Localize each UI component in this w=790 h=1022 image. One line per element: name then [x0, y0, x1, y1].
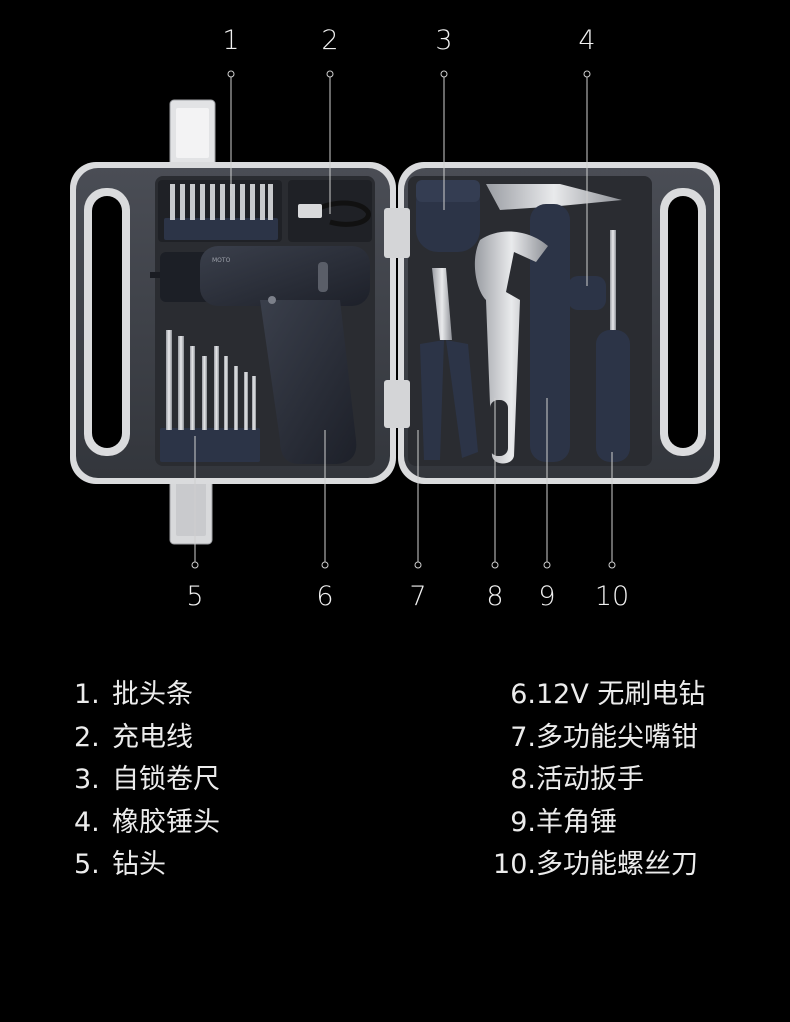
- claw-hammer: [486, 184, 622, 462]
- rubber-mallet-head: [568, 276, 606, 310]
- legend-number: 10.: [493, 849, 536, 880]
- legend-number: 1.: [74, 679, 100, 710]
- legend-label: 批头条: [112, 679, 193, 710]
- legend-label: 多功能螺丝刀: [536, 849, 698, 880]
- legend-label: 钻头: [112, 849, 166, 880]
- top-latch: [169, 99, 216, 167]
- needle-nose-pliers: [420, 268, 478, 460]
- callout-9: 9: [538, 581, 556, 612]
- legend-label: 羊角锤: [536, 806, 617, 838]
- legend-number: 3.: [74, 764, 100, 795]
- legend-label: 活动扳手: [536, 764, 644, 795]
- legend-item: 8.活动扳手: [486, 759, 705, 802]
- legend-number: 6.: [510, 679, 536, 710]
- legend-item: 9.羊角锤: [486, 802, 705, 845]
- legend-label: 多功能尖嘴钳: [536, 721, 698, 753]
- bottom-latch: [169, 473, 213, 545]
- hinges: [384, 208, 410, 428]
- legend-item: 4. 橡胶锤头: [74, 802, 220, 845]
- cordless-drill: [150, 246, 370, 464]
- legend-label: 12V 无刷电钻: [536, 679, 706, 710]
- callout-1: 1: [222, 25, 240, 56]
- charging-cable: [298, 200, 371, 227]
- callout-8: 8: [486, 581, 504, 612]
- leader-lines: [194, 74, 613, 565]
- legend-number: 7.: [510, 721, 536, 753]
- legend-item: 10.多功能螺丝刀: [486, 844, 705, 887]
- legend-label: 充电线: [112, 721, 193, 753]
- legend-item: 3. 自锁卷尺: [74, 759, 220, 802]
- tape-measure: [416, 180, 480, 252]
- legend-item: 5. 钻头: [74, 844, 220, 887]
- legend-label: 橡胶锤头: [112, 806, 220, 838]
- leader-dots: [191, 70, 616, 569]
- drill-brand: MOTO: [212, 257, 231, 264]
- drill-bit-set: [160, 330, 260, 462]
- legend-item: 1. 批头条: [74, 674, 220, 717]
- callout-6: 6: [316, 581, 334, 612]
- callout-7: 7: [409, 581, 427, 612]
- legend-number: 5.: [74, 849, 100, 880]
- callout-4: 4: [578, 25, 596, 56]
- callout-5: 5: [186, 581, 204, 612]
- callout-3: 3: [435, 25, 453, 56]
- legend-label: 自锁卷尺: [112, 764, 220, 795]
- callout-10: 10: [594, 581, 630, 612]
- legend-item: 7.多功能尖嘴钳: [486, 717, 705, 760]
- legend-right-column: 6.12V 无刷电钻 7.多功能尖嘴钳 8.活动扳手 9.羊角锤 10.多功能螺…: [486, 674, 705, 887]
- callout-2: 2: [321, 25, 339, 56]
- legend-number: 9.: [510, 806, 536, 838]
- legend-left-column: 1. 批头条 2. 充电线 3. 自锁卷尺 4. 橡胶锤头 5. 钻头: [74, 674, 220, 887]
- legend-item: 6.12V 无刷电钻: [486, 674, 705, 717]
- legend-item: 2. 充电线: [74, 717, 220, 760]
- legend-number: 4.: [74, 806, 100, 838]
- legend-number: 8.: [510, 764, 536, 795]
- screwdriver-bit-strip: [164, 184, 278, 240]
- legend-number: 2.: [74, 721, 100, 753]
- multi-screwdriver: [596, 230, 630, 462]
